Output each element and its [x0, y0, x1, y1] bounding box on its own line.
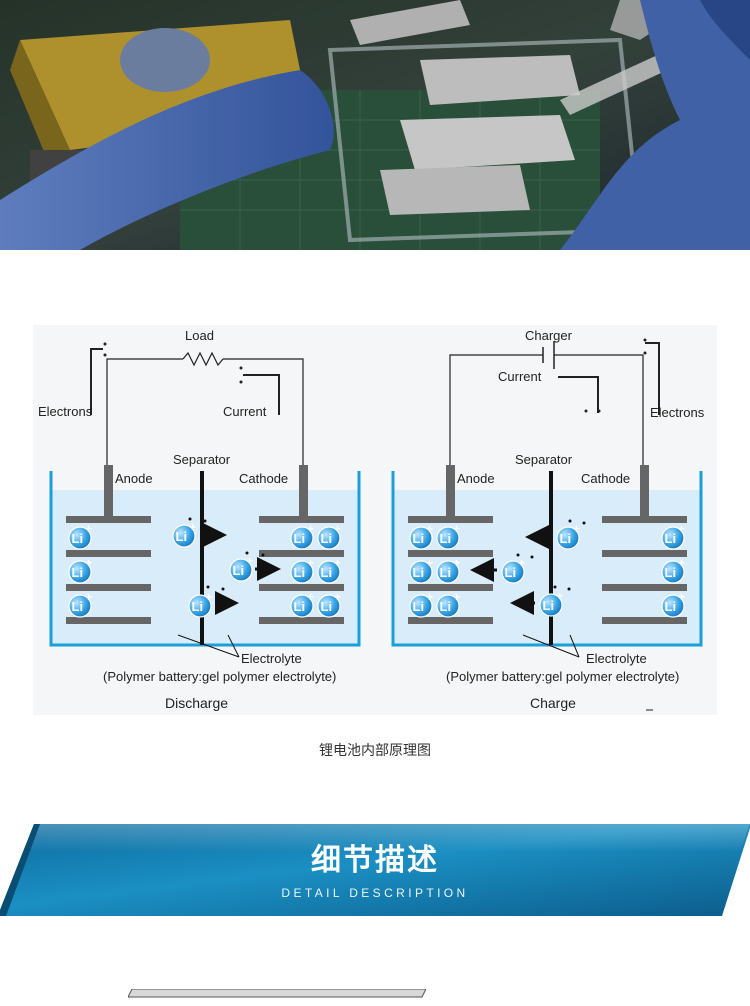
charge-title: Charge [530, 695, 576, 711]
charge-current-label: Current [498, 369, 542, 384]
discharge-electrons-label: Electrons [38, 404, 93, 419]
detail-title: 细节描述 [311, 843, 439, 878]
detail-description-banner [0, 822, 750, 918]
charge-electrolyte-label: Electrolyte [586, 651, 647, 666]
charge-separator-label: Separator [515, 452, 573, 467]
factory-photo [0, 0, 750, 250]
discharge-electrolyte-label: Electrolyte [241, 651, 302, 666]
battery-principle-diagram: Li + Load Electrons [33, 325, 717, 715]
discharge-anode-label: Anode [115, 471, 153, 486]
discharge-load-label: Load [185, 328, 214, 343]
next-section-panel [127, 988, 427, 1000]
discharge-separator-label: Separator [173, 452, 231, 467]
discharge-cathode-label: Cathode [239, 471, 288, 486]
discharge-panel: Load Electrons Current Separator Anode C… [38, 328, 361, 711]
charge-cathode-label: Cathode [581, 471, 630, 486]
charge-charger-label: Charger [525, 328, 573, 343]
diagram-caption: 锂电池内部原理图 [319, 742, 431, 758]
discharge-electrolyte-note: (Polymer battery:gel polymer electrolyte… [103, 669, 336, 684]
charge-anode-label: Anode [457, 471, 495, 486]
charge-electrolyte-note: (Polymer battery:gel polymer electrolyte… [446, 669, 679, 684]
discharge-current-label: Current [223, 404, 267, 419]
charge-electrons-label: Electrons [650, 405, 705, 420]
discharge-title: Discharge [165, 695, 228, 711]
charge-panel: Charger Current Electrons Separator Anod… [391, 328, 705, 711]
detail-subtitle: DETAIL DESCRIPTION [281, 886, 469, 900]
